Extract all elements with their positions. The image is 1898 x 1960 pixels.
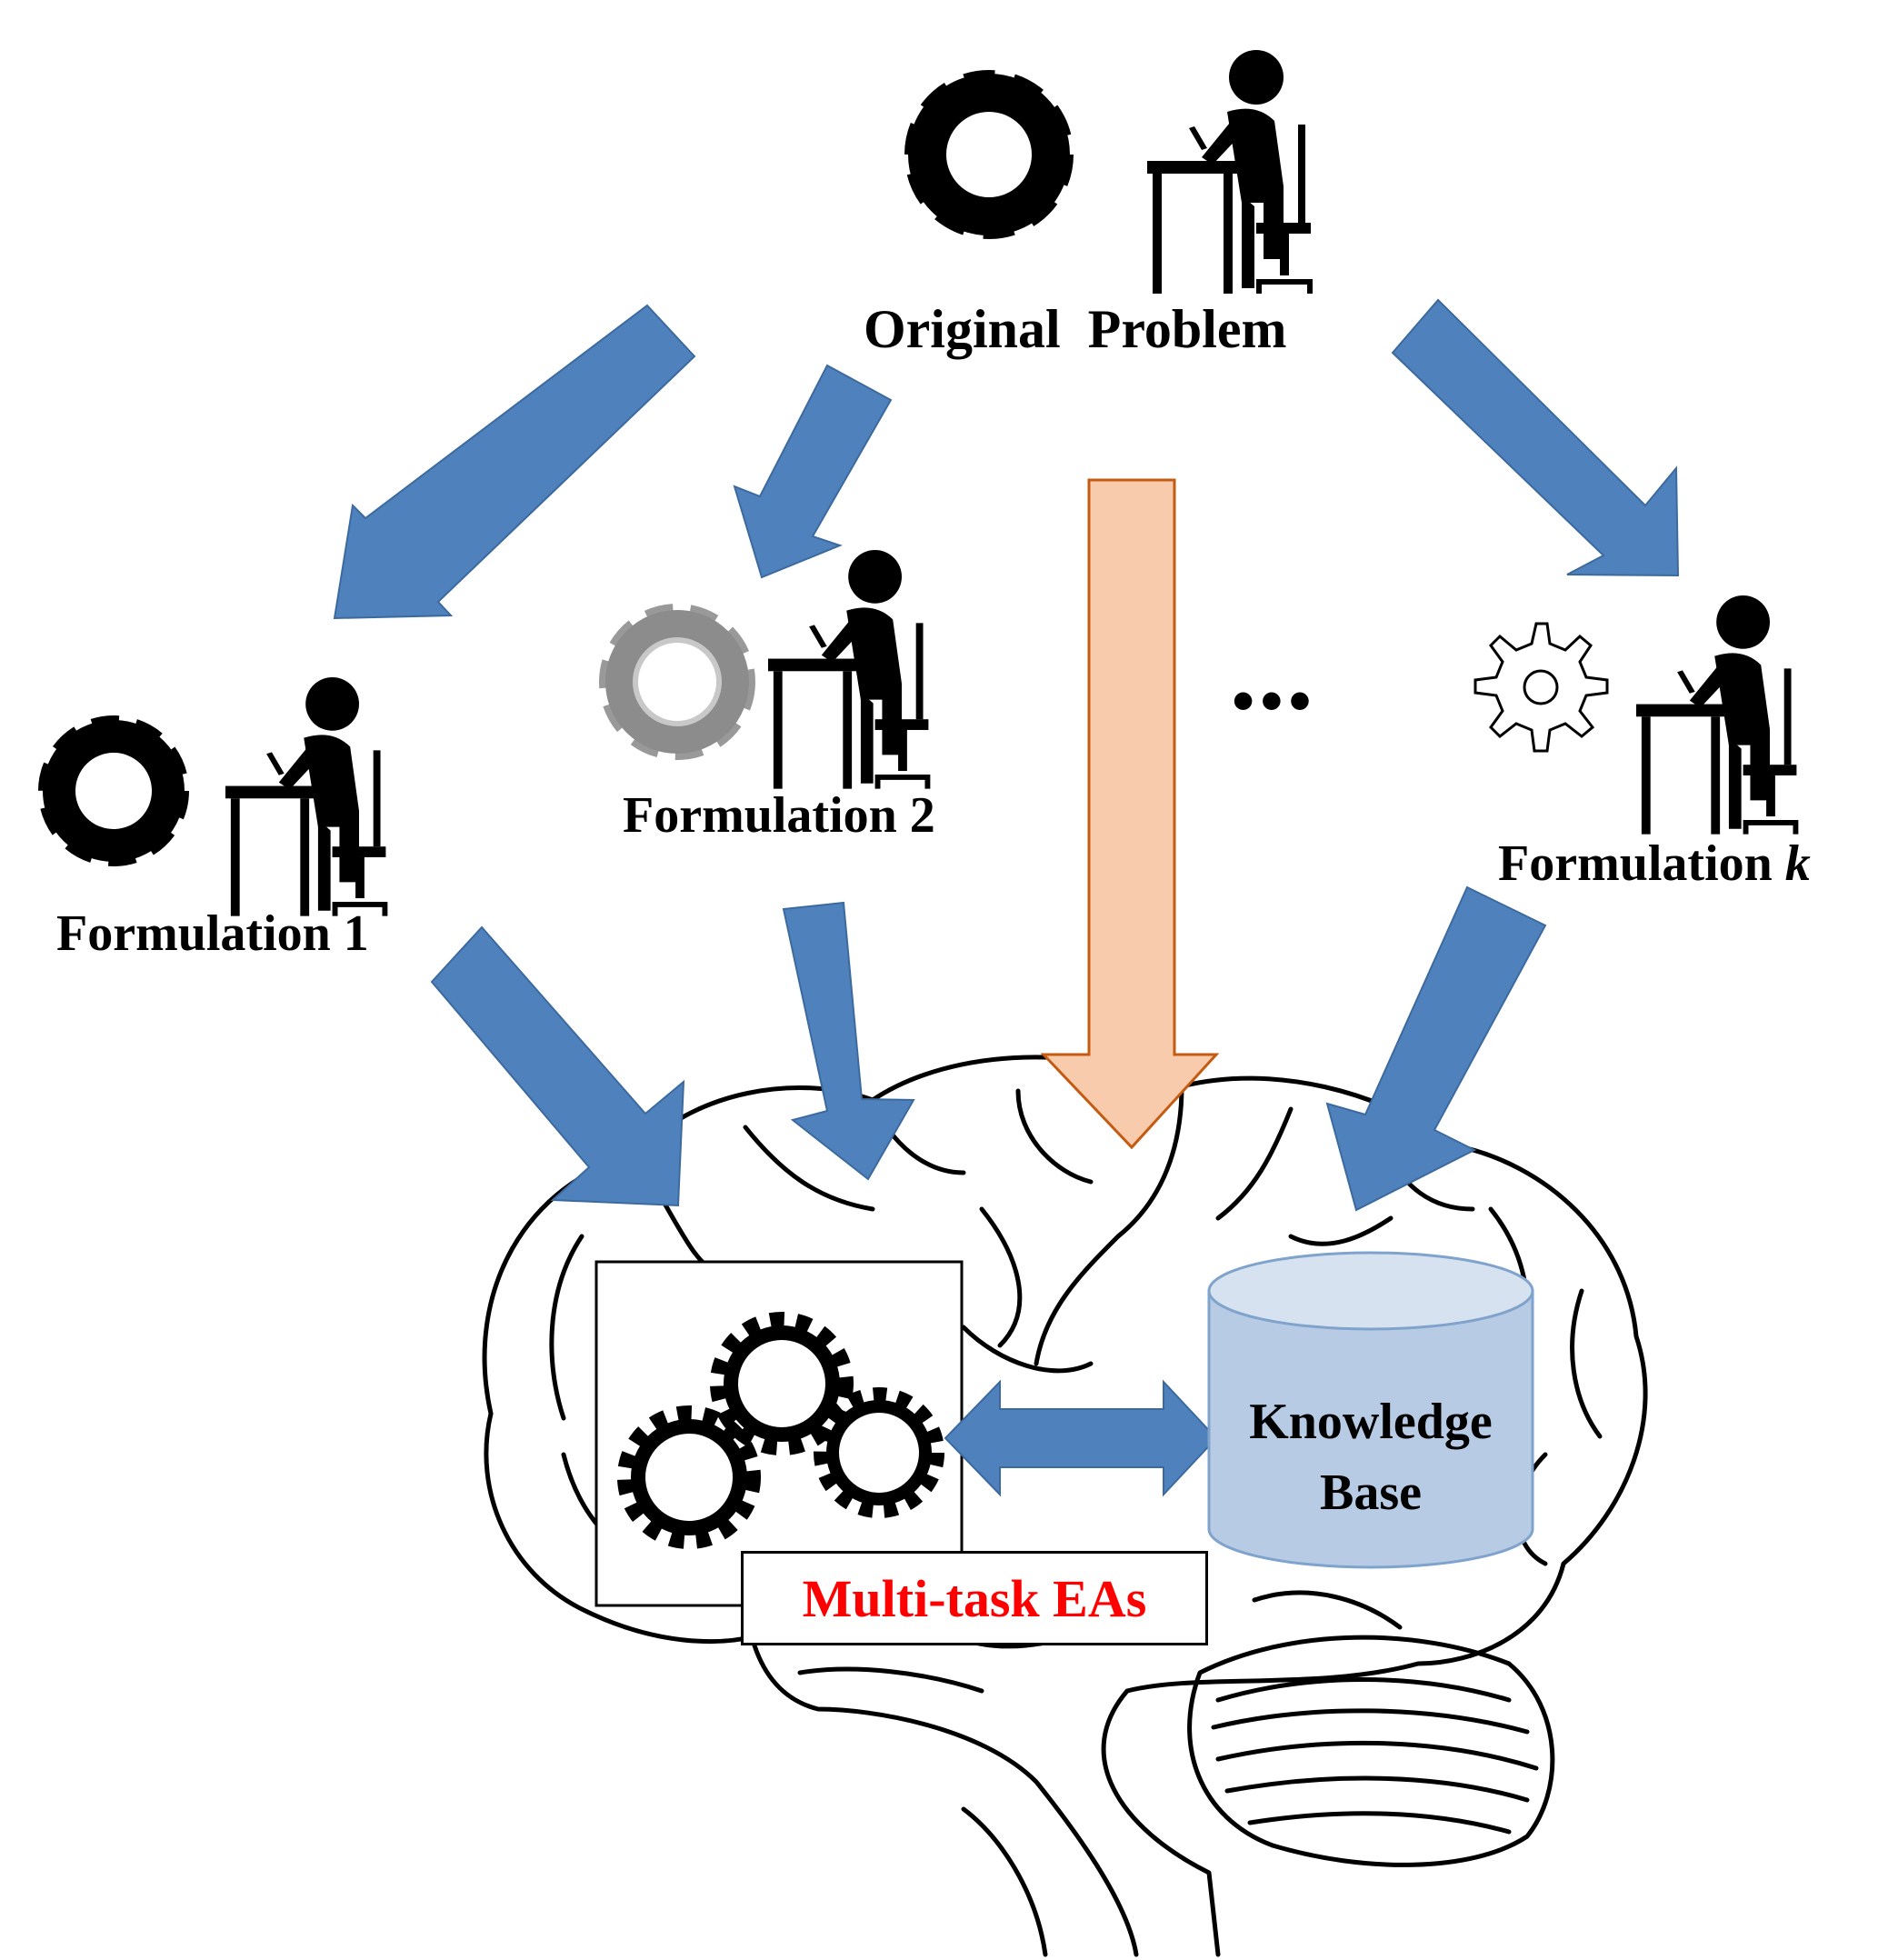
person-at-desk-icon: [1147, 50, 1313, 294]
arrow-to-formulation-1: [333, 304, 696, 620]
knowledge-base-line-2: Base: [1320, 1465, 1422, 1521]
double-arrow-engine-kb: [944, 1379, 1218, 1497]
engine-label: Multi-task EAs: [802, 1568, 1147, 1628]
knowledge-base-label: Knowledge Base: [1198, 1386, 1543, 1528]
arrow-formulation-1-to-engine: [430, 925, 685, 1207]
arrow-to-formulation-2: [733, 364, 893, 579]
arrow-to-formulation-k: [1391, 298, 1680, 577]
ellipsis: •••: [1232, 665, 1317, 737]
database-cylinder-icon: [1207, 1251, 1534, 1569]
knowledge-base-line-1: Knowledge: [1249, 1394, 1493, 1450]
gear-icon: [599, 604, 755, 760]
gear-icon: [1473, 622, 1609, 753]
gear-icon: [904, 70, 1074, 239]
arrow-original-to-brain: [1040, 478, 1220, 1150]
formulation-2-label: Formulation 2: [623, 787, 935, 844]
formulation-k-prefix: Formulation: [1498, 835, 1785, 892]
person-at-desk-icon: [1636, 595, 1799, 835]
gears-cluster-icon: [617, 1312, 944, 1549]
arrow-formulation-2-to-engine: [782, 901, 915, 1181]
formulation-1-label: Formulation 1: [56, 905, 369, 962]
person-at-desk-icon: [225, 677, 388, 916]
original-problem-label: Original Problem: [864, 299, 1287, 359]
formulation-k-var: k: [1784, 835, 1811, 892]
engine-label-box: Multi-task EAs: [741, 1551, 1208, 1645]
gear-icon: [38, 715, 189, 866]
person-at-desk-icon: [768, 550, 931, 789]
arrow-formulation-k-to-kb: [1325, 885, 1547, 1212]
formulation-k-label: Formulation k: [1498, 835, 1811, 893]
